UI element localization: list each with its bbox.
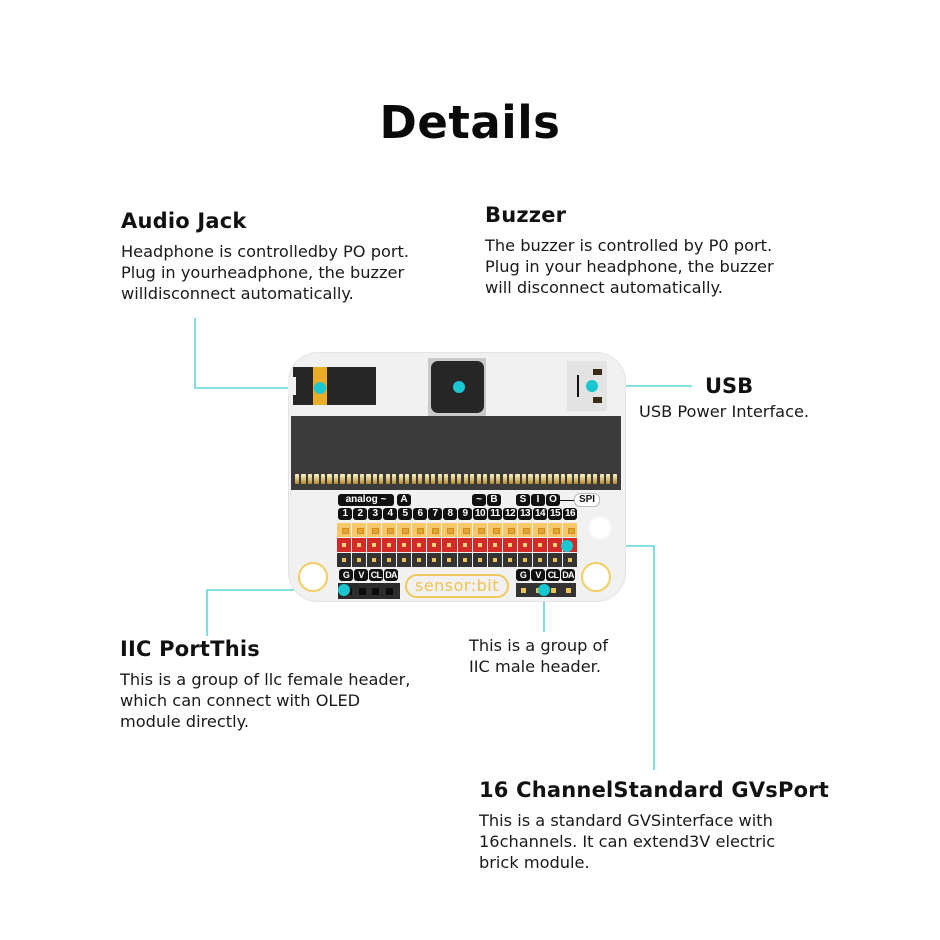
pin-number: 16 — [563, 508, 577, 520]
pin-number: 5 — [398, 508, 412, 520]
audio-jack-component — [293, 367, 376, 405]
gvs-port-callout: 16 ChannelStandard GVsPort This is a sta… — [479, 778, 829, 873]
usb-pin-icon — [569, 375, 579, 397]
iic-male-description: This is a group of IIC male header. — [469, 636, 609, 676]
label-o: O — [546, 494, 560, 506]
pin-number: 10 — [473, 508, 487, 520]
usb-marker — [586, 380, 598, 392]
usb-title: USB — [705, 374, 754, 398]
pin-number: 7 — [428, 508, 442, 520]
power-header-row — [337, 538, 577, 552]
page-title: Details — [379, 96, 561, 149]
mounting-hole-left — [298, 562, 328, 592]
iic-female-marker — [338, 584, 350, 596]
pin-number: 15 — [548, 508, 562, 520]
gvs-port-description: This is a standard GVSinterface with 16c… — [479, 811, 776, 872]
mounting-hole-right — [581, 562, 611, 592]
iic-label: V — [531, 569, 545, 581]
usb-slot-top — [593, 369, 602, 375]
audio-jack-callout: Audio Jack Headphone is controlledby PO … — [121, 209, 409, 304]
buzzer-callout: Buzzer The buzzer is controlled by P0 po… — [485, 203, 774, 298]
label-pwm: ~ — [472, 494, 486, 506]
iic-female-labels: G V CL DA — [339, 569, 398, 581]
iic-label: DA — [561, 569, 575, 581]
gvs-port-title: 16 ChannelStandard GVsPort — [479, 778, 829, 802]
pin-number: 11 — [488, 508, 502, 520]
audio-jack-title: Audio Jack — [121, 209, 247, 233]
audio-jack-description: Headphone is controlledby PO port. Plug … — [121, 242, 410, 303]
iic-male-labels: G V CL DA — [516, 569, 575, 581]
edge-connector-slot — [291, 416, 621, 490]
audio-jack-marker — [314, 382, 326, 394]
label-i: I — [531, 494, 545, 506]
usb-description: USB Power Interface. — [639, 402, 810, 421]
iic-port-description: This is a group of llc female header, wh… — [120, 670, 411, 731]
gvs-marker — [561, 540, 573, 552]
iic-label: V — [354, 569, 368, 581]
board-hole — [589, 517, 611, 539]
iic-label: DA — [384, 569, 398, 581]
iic-male-marker — [538, 584, 550, 596]
spi-connector-line — [560, 500, 574, 501]
buzzer-marker — [453, 381, 465, 393]
buzzer-description: The buzzer is controlled by P0 port. Plu… — [485, 236, 774, 297]
pin-number-row: 1 2 3 4 5 6 7 8 9 10 11 12 13 14 15 16 — [338, 508, 577, 520]
pin-number: 8 — [443, 508, 457, 520]
edge-connector-pins — [295, 474, 617, 484]
iic-label: G — [339, 569, 353, 581]
pin-number: 9 — [458, 508, 472, 520]
pin-number: 4 — [383, 508, 397, 520]
pin-number: 6 — [413, 508, 427, 520]
signal-header-row — [337, 523, 577, 537]
iic-label: G — [516, 569, 530, 581]
iic-port-callout: IIC PortThis This is a group of llc fema… — [120, 637, 410, 732]
label-analog: analog ~ — [338, 494, 394, 506]
ground-header-row — [337, 553, 577, 567]
label-a: A — [397, 494, 411, 506]
iic-label: CL — [369, 569, 383, 581]
label-s: S — [516, 494, 530, 506]
label-b: B — [487, 494, 501, 506]
iic-port-title: IIC PortThis — [120, 637, 260, 661]
usb-slot-bottom — [593, 397, 602, 403]
pin-number: 3 — [368, 508, 382, 520]
pin-number: 12 — [503, 508, 517, 520]
pin-number: 2 — [353, 508, 367, 520]
iic-label: CL — [546, 569, 560, 581]
pin-number: 13 — [518, 508, 532, 520]
iic-male-callout: This is a group of IIC male header. — [469, 636, 608, 678]
buzzer-title: Buzzer — [485, 203, 567, 227]
pin-number: 1 — [338, 508, 352, 520]
sensor-bit-logo: sensor:bit — [405, 574, 509, 598]
audio-jack-notch — [288, 377, 296, 395]
label-spi: SPI — [574, 493, 600, 507]
pin-number: 14 — [533, 508, 547, 520]
